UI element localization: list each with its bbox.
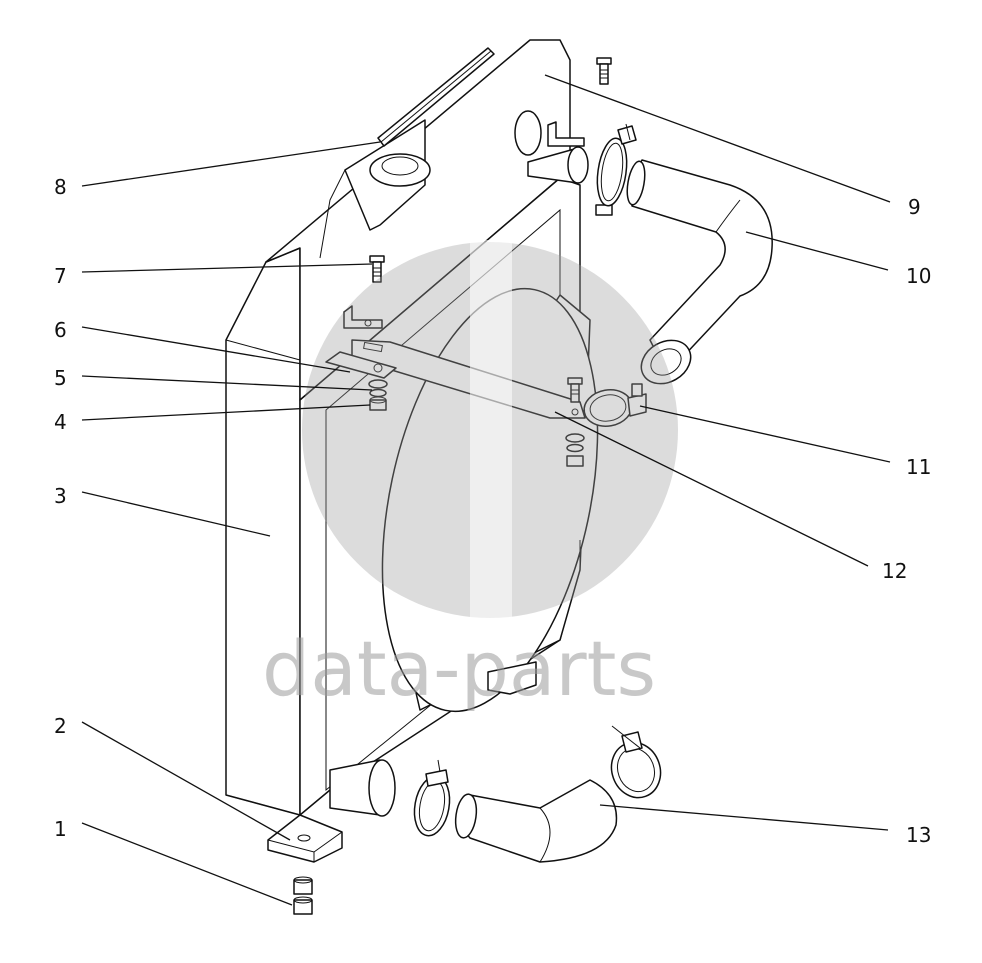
foot-bracket [267,814,343,863]
hardware-stack-left [325,351,397,411]
bolt-right-strap [565,377,585,467]
callout-6: 6 [54,318,67,342]
callout-9: 9 [908,195,921,219]
callout-11: 11 [906,455,931,479]
callout-1: 1 [54,817,67,841]
callout-5: 5 [54,366,67,390]
callout-2: 2 [54,714,67,738]
bolt-top-left [369,255,385,283]
callout-3: 3 [54,484,67,508]
upper-hose-clamp [596,123,637,207]
top-seal-strip [377,47,495,147]
callout-12: 12 [882,559,907,583]
foot-nuts [293,876,313,915]
callout-10: 10 [906,264,931,288]
lower-hose-clamp-right [610,725,662,799]
callout-13: 13 [906,823,931,847]
mid-hose-clamp [583,383,647,427]
callout-4: 4 [54,410,67,434]
lower-outlet [329,759,396,817]
leader-lines [81,74,891,906]
bolt-top-right [595,57,613,216]
watermark-text: data-parts [262,624,656,713]
callout-labels: 1 2 3 4 5 6 7 8 9 10 11 12 13 [54,175,931,847]
callout-7: 7 [54,264,67,288]
upper-hose [626,159,773,385]
lower-hose [454,779,618,863]
watermark: data-parts [262,240,678,713]
callout-8: 8 [54,175,67,199]
lower-hose-clamp-left [413,759,451,837]
